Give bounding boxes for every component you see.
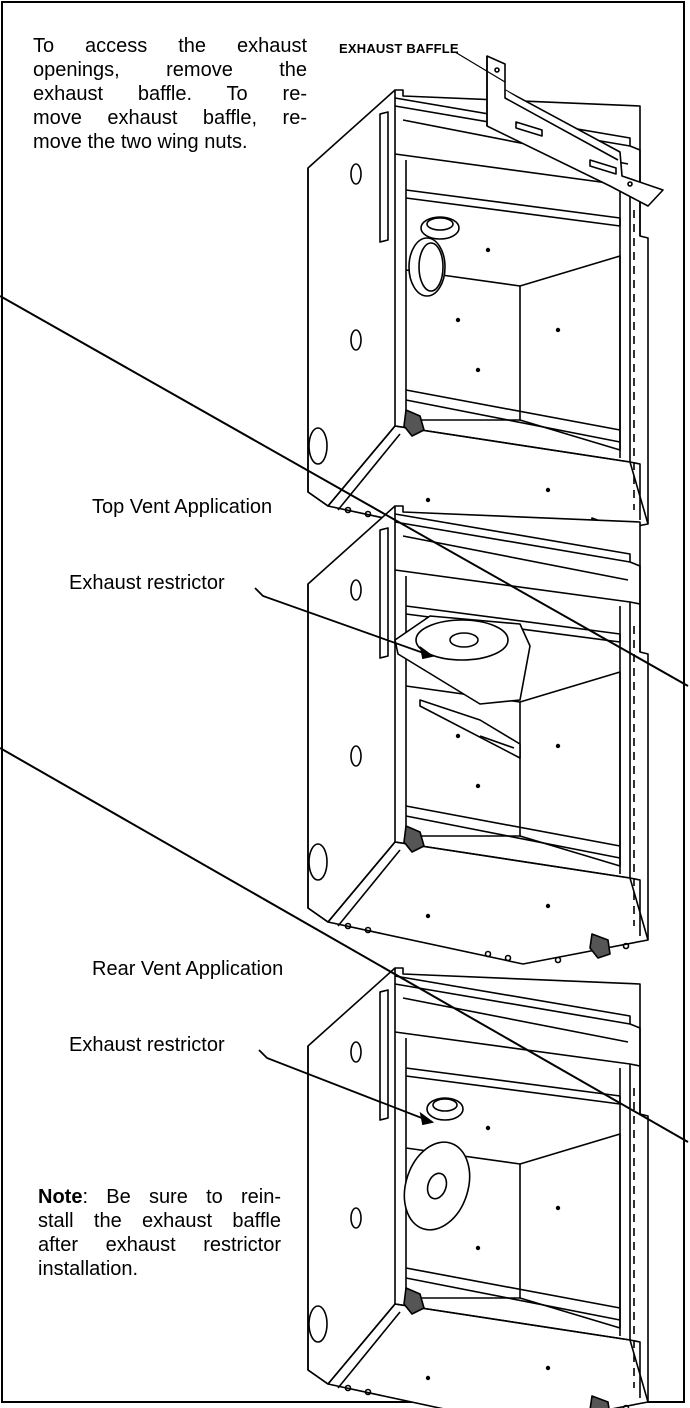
- rear-vent-title: Rear Vent Application: [92, 958, 284, 980]
- baffle-leader-line: [454, 51, 506, 83]
- instruction-text: To access the exhaust openings, remove t…: [33, 34, 307, 154]
- intro-line: exhaust baffle. To re-: [33, 83, 307, 105]
- exhaust-restrictor-label-rear: Exhaust restrictor: [69, 1034, 225, 1056]
- top-vent-title: Top Vent Application: [92, 496, 273, 518]
- exhaust-baffle-part: [486, 55, 664, 207]
- exhaust-restrictor-rear-part: [403, 1097, 471, 1231]
- note-line-1: Note: Be sure to rein-: [38, 1185, 281, 1209]
- note-line: after exhaust restrictor: [38, 1234, 281, 1256]
- fireplace-box-3: [307, 967, 649, 1408]
- note-line: installation.: [38, 1258, 139, 1280]
- note-text: Note: Be sure to rein- stall the exhaust…: [38, 1185, 281, 1281]
- note-line: stall the exhaust baffle: [38, 1210, 281, 1232]
- separator-line-2: [0, 747, 689, 1143]
- intro-line: openings, remove the: [33, 59, 307, 81]
- intro-line: move exhaust baffle, re-: [33, 107, 307, 129]
- exhaust-restrictor-label-top: Exhaust restrictor: [69, 572, 225, 594]
- exhaust-openings: [408, 216, 460, 297]
- intro-line: To access the exhaust: [33, 35, 307, 57]
- note-line-1-rest: : Be sure to rein-: [82, 1186, 281, 1208]
- leader-arrows: [254, 587, 435, 1126]
- note-heading: Note: [38, 1186, 83, 1208]
- separator-line-1: [0, 295, 689, 687]
- exhaust-baffle-label: EXHAUST BAFFLE: [339, 41, 459, 56]
- intro-line: move the two wing nuts.: [33, 131, 248, 153]
- exhaust-restrictor-top-part: [394, 615, 531, 759]
